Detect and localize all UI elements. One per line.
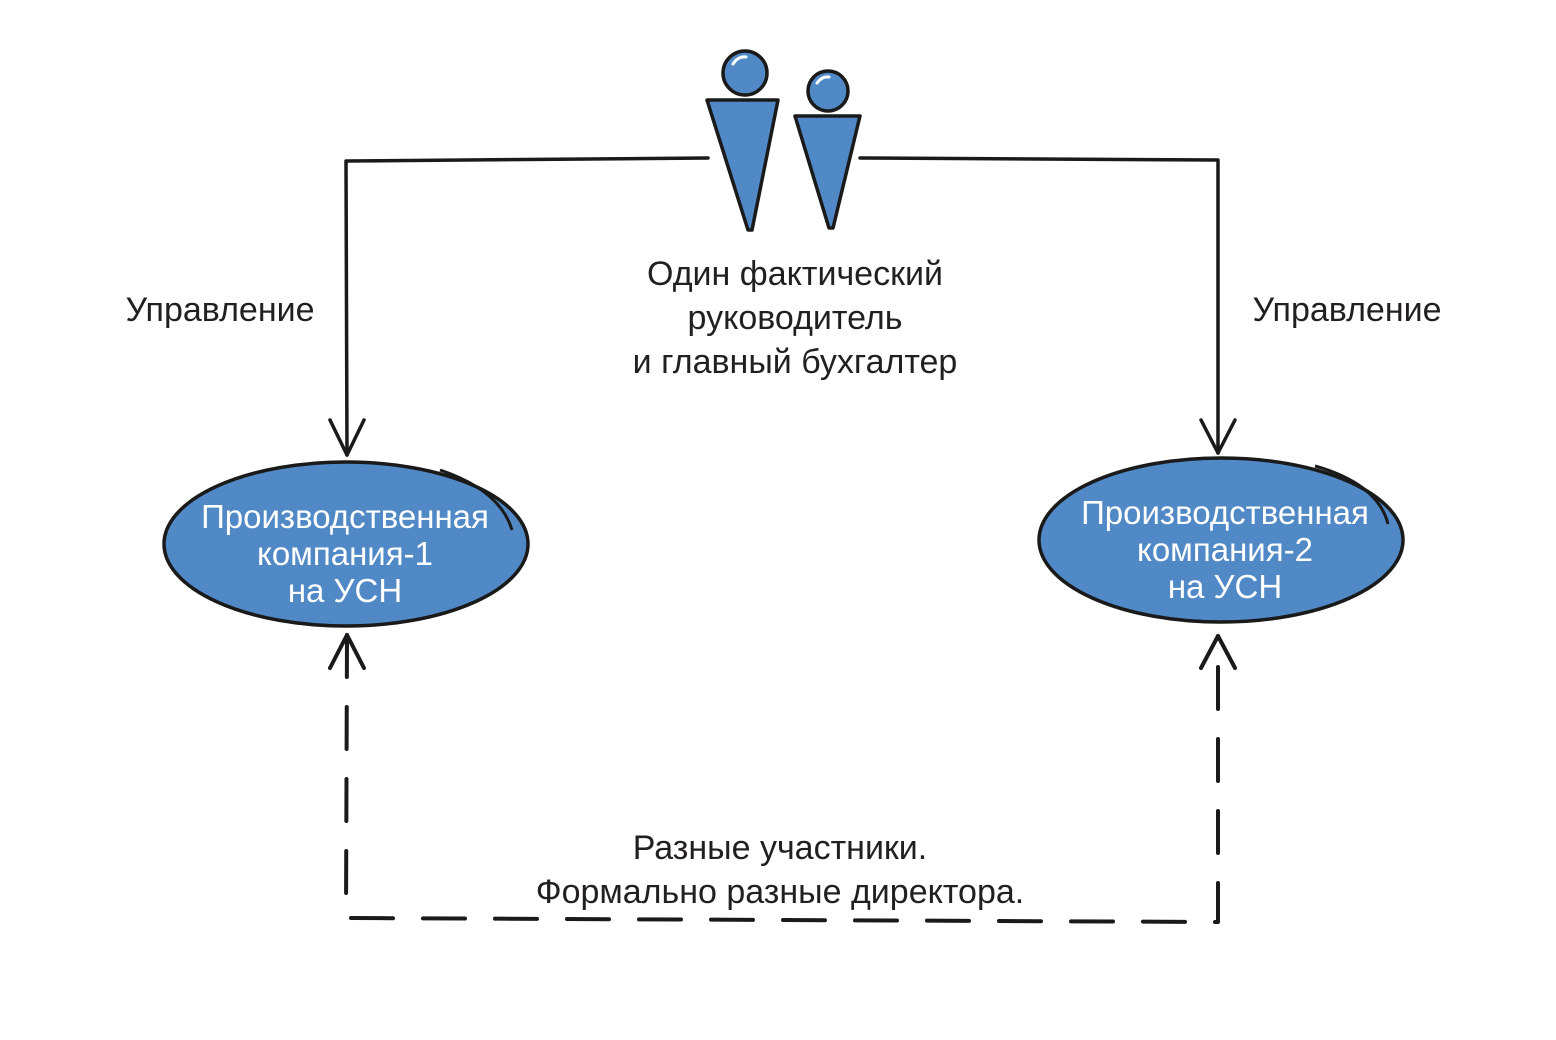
company-node-1-label: Производственная компания-1 на УСН (160, 498, 530, 609)
management-connector-left (328, 156, 710, 457)
people-caption: Один фактический руководитель и главный … (545, 252, 1045, 384)
management-connector-right (858, 156, 1237, 455)
relation-connector-dashed (328, 633, 1237, 924)
node-label-line: на УСН (287, 572, 403, 609)
company-node-1 (162, 460, 530, 628)
node-label-line: Производственная (1081, 494, 1369, 531)
relation-caption-line: Разные участники. (632, 829, 928, 867)
company-node-2 (1037, 456, 1405, 624)
relation-caption: Разные участники. Формально разные дирек… (420, 826, 1140, 914)
person-icon (705, 49, 780, 232)
node-label-line: Производственная (201, 498, 489, 535)
node-label-line: компания-2 (1137, 531, 1313, 568)
management-label-right: Управление (1252, 291, 1442, 329)
management-label-left: Управление (125, 291, 315, 329)
people-caption-line: и главный бухгалтер (632, 343, 958, 381)
person-icon (793, 69, 862, 230)
node-label-line: на УСН (1167, 568, 1283, 605)
node-label-line: компания-1 (257, 535, 433, 572)
company-node-2-label: Производственная компания-2 на УСН (1040, 494, 1410, 605)
people-caption-line: руководитель (687, 299, 903, 337)
people-caption-line: Один фактический (647, 255, 943, 293)
relation-caption-line: Формально разные директора. (535, 873, 1025, 911)
